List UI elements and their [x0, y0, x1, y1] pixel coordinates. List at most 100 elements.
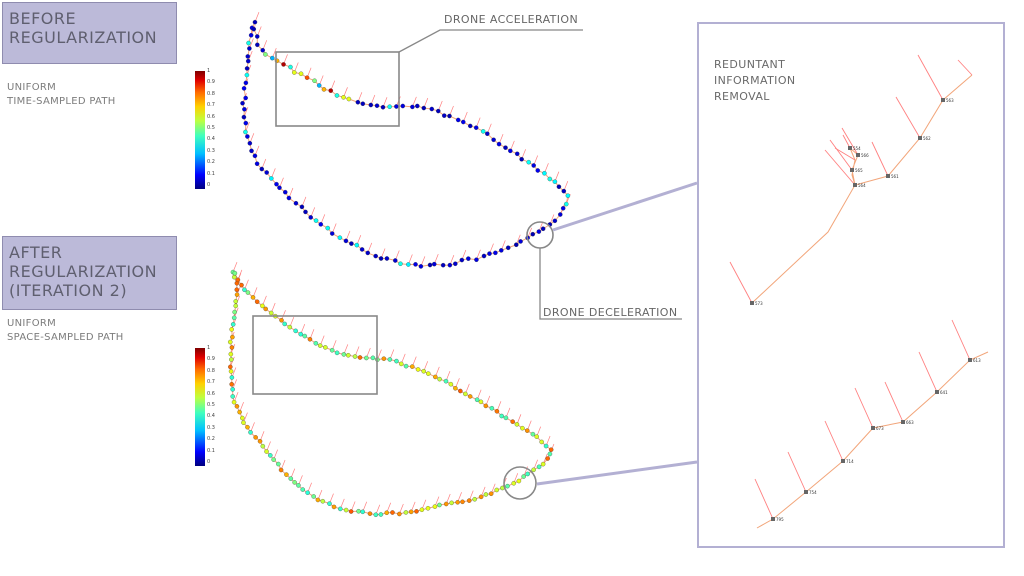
trajectory-sample: [331, 504, 337, 510]
trajectory-sample: [334, 93, 340, 98]
zoom-node-label: 663: [906, 420, 914, 425]
zoom-normal-ray: [834, 147, 856, 161]
trajectory-sample: [499, 413, 504, 419]
trajectory-sample: [521, 474, 526, 479]
trajectory-sample: [427, 262, 433, 268]
trajectory-sample: [298, 331, 303, 337]
trajectory-sample: [415, 367, 421, 372]
top-trajectory: [240, 12, 571, 269]
trajectory-sample: [232, 309, 237, 315]
trajectory-sample: [474, 257, 479, 262]
trajectory-sample: [505, 245, 511, 251]
trajectory-sample: [277, 185, 282, 190]
trajectory-sample: [248, 430, 253, 435]
trajectory-sample: [510, 419, 515, 424]
before-title-line-2: REGULARIZATION: [9, 28, 158, 47]
trajectory-sample: [516, 478, 522, 484]
trajectory-sample: [436, 108, 441, 114]
zoom-node-marker: [941, 98, 945, 102]
trajectory-sample: [478, 399, 484, 405]
trajectory-sample: [240, 100, 245, 106]
zoom-normal-ray: [854, 387, 874, 429]
trajectory-sample: [463, 391, 468, 397]
before-regularization-label: BEFORE REGULARIZATION: [2, 2, 177, 64]
trajectory-sample: [437, 502, 442, 508]
trajectory-sample: [281, 62, 286, 67]
trajectory-sample: [243, 80, 249, 86]
trajectory-sample: [245, 290, 251, 295]
colorbar-tick-label: 0.6: [207, 113, 215, 120]
trajectory-sample: [514, 422, 520, 427]
trajectory-sample: [282, 321, 287, 327]
trajectory-sample: [302, 333, 308, 339]
zoom-node-label: 673: [876, 426, 884, 431]
trajectory-sample: [315, 497, 321, 503]
zoom-node-marker: [856, 153, 860, 157]
trajectory-sample: [461, 119, 466, 125]
trajectory-sample: [329, 347, 335, 353]
trajectory-sample: [531, 163, 536, 168]
trajectory-sample: [540, 461, 546, 467]
after-title-line-2: REGULARIZATION: [9, 262, 158, 281]
trajectory-sample: [334, 350, 340, 356]
trajectory-sample: [545, 456, 550, 461]
trajectory-sample: [296, 483, 301, 488]
trajectory-sample: [466, 498, 472, 503]
zoom-node-label: 561: [891, 174, 899, 179]
trajectory-sample: [230, 394, 235, 399]
trajectory-sample: [481, 253, 487, 259]
trajectory-sample: [252, 19, 258, 25]
zoom-normal-ray: [841, 127, 859, 156]
trajectory-sample: [387, 104, 392, 109]
trajectory-sample: [413, 262, 418, 267]
trajectory-sample: [343, 238, 349, 244]
trajectory-sample: [307, 337, 313, 342]
zoom-normal-ray: [918, 351, 938, 393]
colorbar-tick-label: 0.6: [207, 390, 215, 397]
trajectory-sample: [429, 106, 435, 112]
trajectory-sample: [228, 364, 233, 370]
trajectory-sample: [467, 123, 473, 129]
trajectory-sample: [357, 355, 363, 360]
trajectory-sample: [313, 218, 319, 223]
trajectory-sample: [260, 303, 265, 309]
trajectory-sample: [317, 343, 323, 348]
trajectory-sample: [337, 235, 343, 240]
trajectory-sample: [233, 303, 238, 309]
trajectory-sample: [255, 42, 260, 48]
zoom-normal-ray: [729, 261, 753, 304]
trajectory-sample: [365, 250, 371, 256]
trajectory-sample: [268, 310, 274, 316]
trajectory-sample: [228, 351, 234, 357]
trajectory-sample: [228, 369, 234, 374]
colorbar-tick-label: 0.8: [207, 90, 215, 97]
trajectory-sample: [374, 103, 380, 108]
trajectory-sample: [565, 193, 571, 198]
zoom-normal-ray: [871, 141, 889, 177]
trajectory-sample: [230, 387, 235, 392]
redundant-line-3: REMOVAL: [714, 90, 770, 103]
zoom-path-line: [756, 351, 989, 529]
trajectory-sample: [288, 476, 294, 481]
trajectory-sample: [243, 120, 249, 126]
trajectory-sample: [303, 209, 308, 215]
trajectory-sample: [292, 480, 297, 485]
trajectory-sample: [227, 339, 233, 345]
trajectory-sample: [425, 506, 431, 511]
zoom-node-marker: [771, 517, 775, 521]
colorbar-tick-label: 0.9: [207, 356, 215, 363]
trajectory-sample: [543, 443, 549, 449]
trajectory-sample: [384, 256, 390, 261]
trajectory-sample: [245, 134, 250, 139]
trajectory-sample: [534, 434, 539, 439]
trajectory-sample: [455, 500, 460, 505]
zoom-node-marker: [901, 420, 905, 424]
colorbar-tick-label: 1: [207, 345, 211, 351]
zoom-normal-ray: [917, 54, 944, 101]
trajectory-sample: [381, 356, 387, 361]
trajectory-sample: [536, 229, 542, 234]
trajectory-sample: [254, 161, 260, 166]
trajectory-sample: [341, 352, 347, 357]
trajectory-sample: [494, 409, 500, 414]
